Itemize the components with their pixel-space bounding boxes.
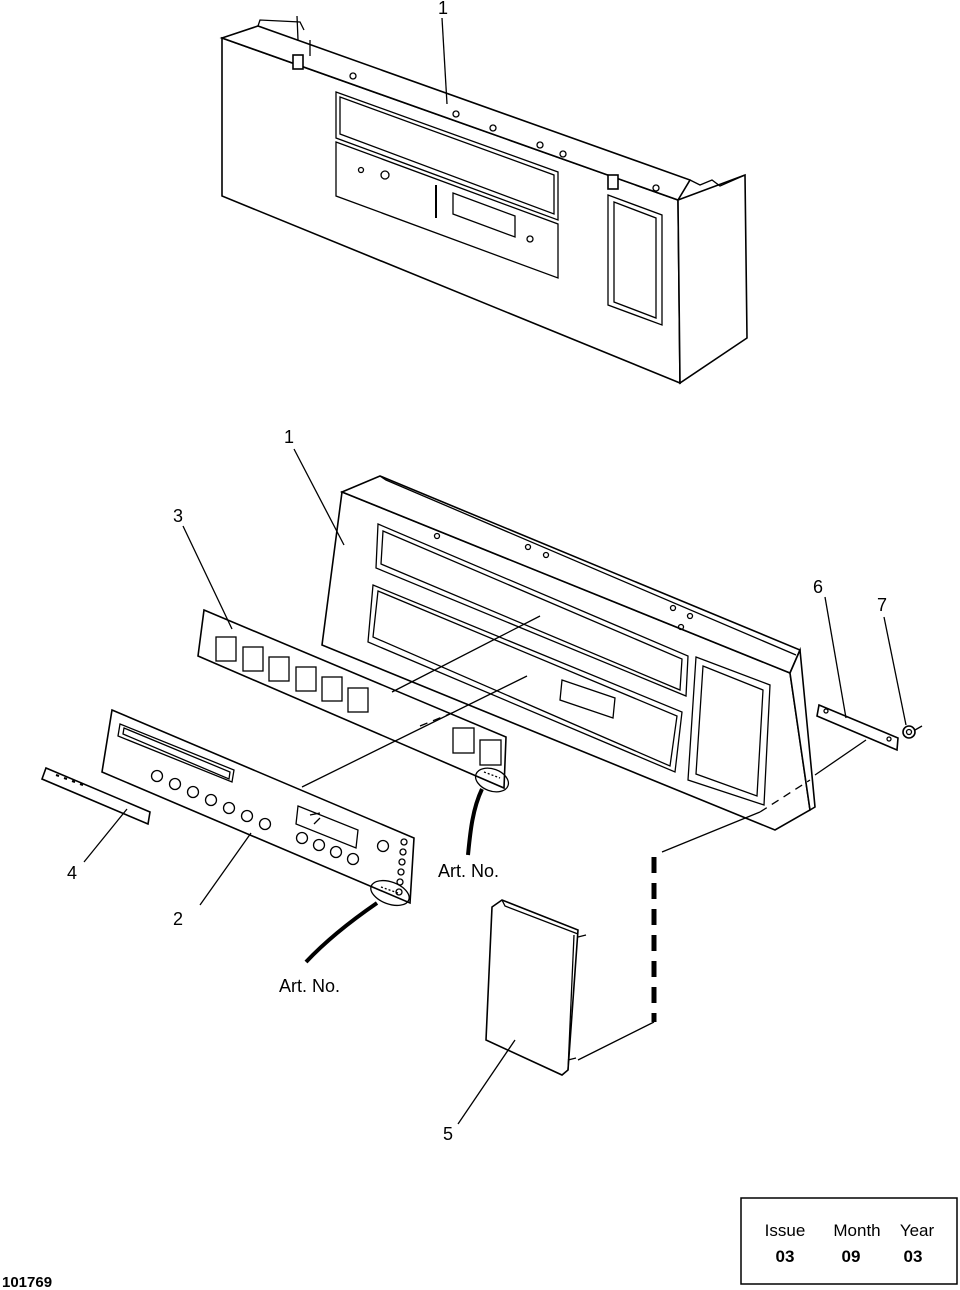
year-label: Year xyxy=(900,1221,935,1240)
issue-label: Issue xyxy=(765,1221,806,1240)
callout-leader-6 xyxy=(824,596,847,719)
issue-value: 03 xyxy=(776,1247,795,1266)
art-no-label-overlay: Art. No. xyxy=(438,861,499,881)
art-no-detail-facia xyxy=(304,879,410,964)
art-no-detail-overlay xyxy=(466,767,510,856)
callout-2: 2 xyxy=(173,909,183,929)
year-value: 03 xyxy=(904,1247,923,1266)
document-number: 101769 xyxy=(2,1274,52,1290)
month-label: Month xyxy=(833,1221,880,1240)
button-overlay xyxy=(197,608,507,790)
callout-leader-4 xyxy=(83,808,128,863)
callout-5: 5 xyxy=(443,1124,453,1144)
callout-3: 3 xyxy=(173,506,183,526)
title-block: Issue Month Year 03 09 03 xyxy=(740,1197,958,1285)
top-mounting-holes xyxy=(349,72,660,192)
callout-7: 7 xyxy=(877,595,887,615)
facia-indicator-leds xyxy=(395,838,408,896)
callout-leader-3 xyxy=(182,525,233,630)
callout-leader-1-main xyxy=(293,448,345,546)
callout-leader-2 xyxy=(199,832,252,906)
facia-control-knobs xyxy=(150,769,390,866)
main-control-panel xyxy=(321,475,816,831)
trim-strip xyxy=(40,766,151,826)
callout-leader-5 xyxy=(457,1039,516,1125)
overlay-button-windows xyxy=(215,636,502,766)
mounting-bracket xyxy=(816,703,899,752)
top-control-panel-housing xyxy=(219,15,748,385)
callout-leader-1-top xyxy=(441,17,448,105)
month-value: 09 xyxy=(842,1247,861,1266)
callout-6: 6 xyxy=(813,577,823,597)
callout-1-main: 1 xyxy=(284,427,294,447)
door-guide-dashes xyxy=(577,857,657,1061)
callout-1-top: 1 xyxy=(438,0,448,18)
hex-nut xyxy=(902,725,923,739)
art-no-label-facia: Art. No. xyxy=(279,976,340,996)
control-facia xyxy=(101,708,415,905)
access-door xyxy=(485,899,587,1076)
callout-leader-7 xyxy=(883,616,907,726)
callout-4: 4 xyxy=(67,863,77,883)
